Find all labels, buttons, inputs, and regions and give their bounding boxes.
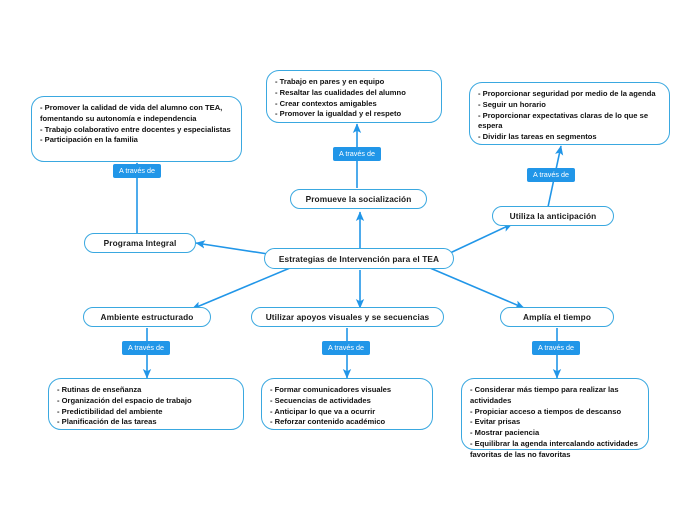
detail-box-apoyos-visuales[interactable]: - Formar comunicadores visuales - Secuen… xyxy=(261,378,433,430)
node-label: Utilizar apoyos visuales y se secuencias xyxy=(265,312,430,322)
node-label: Promueve la socialización xyxy=(305,194,412,204)
detail-item: - Propiciar acceso a tiempos de descanso xyxy=(470,406,622,416)
connector-label-programa-integral: A través de xyxy=(113,164,161,178)
connector-label-amplia-el-tiempo: A través de xyxy=(532,341,580,355)
node-apoyos-visuales[interactable]: Utilizar apoyos visuales y se secuencias xyxy=(251,307,444,327)
detail-item: - Proporcionar expectativas claras de lo… xyxy=(478,110,649,131)
node-programa-integral[interactable]: Programa Integral xyxy=(84,233,196,253)
detail-item: - Predictibilidad del ambiente xyxy=(57,406,163,416)
detail-item: - Trabajo colaborativo entre docentes y … xyxy=(40,124,231,134)
detail-item: - Crear contextos amigables xyxy=(275,98,377,108)
detail-item: - Seguir un horario xyxy=(478,99,546,109)
detail-box-ambiente-estructurado[interactable]: - Rutinas de enseñanza - Organización de… xyxy=(48,378,244,430)
connector-label-utiliza-anticipacion: A través de xyxy=(527,168,575,182)
detail-item: - Participación en la familia xyxy=(40,135,138,145)
detail-item: - Dividir las tareas en segmentos xyxy=(478,132,597,142)
node-amplia-el-tiempo[interactable]: Amplía el tiempo xyxy=(500,307,614,327)
edge-center-to-ambiente-estructurado xyxy=(191,267,291,310)
detail-item: - Secuencias de actividades xyxy=(270,395,371,405)
detail-item: - Promover la igualdad y el respeto xyxy=(275,109,402,119)
detail-item: - Considerar más tiempo para realizar la… xyxy=(470,385,619,405)
edge-center-to-utiliza-anticipacion xyxy=(449,223,513,254)
node-label: Amplía el tiempo xyxy=(523,312,591,322)
edge-center-to-amplia-el-tiempo xyxy=(429,267,525,309)
node-promueve-socializacion[interactable]: Promueve la socialización xyxy=(290,189,427,209)
detail-list-utiliza-anticipacion: - Proporcionar seguridad por medio de la… xyxy=(478,89,661,143)
detail-item: - Resaltar las cualidades del alumno xyxy=(275,87,406,97)
node-utiliza-anticipacion[interactable]: Utiliza la anticipación xyxy=(492,206,614,226)
detail-item: - Anticipar lo que va a ocurrir xyxy=(270,406,376,416)
detail-item: - Evitar prisas xyxy=(470,417,521,427)
detail-list-programa-integral: - Promover la calidad de vida del alumno… xyxy=(40,103,233,146)
detail-item: - Proporcionar seguridad por medio de la… xyxy=(478,89,656,98)
node-label: Programa Integral xyxy=(103,238,177,248)
detail-item: - Organización del espacio de trabajo xyxy=(57,395,192,405)
detail-item: - Trabajo en pares y en equipo xyxy=(275,77,385,86)
node-label: Estrategias de Intervención para el TEA xyxy=(278,253,440,264)
detail-list-amplia-el-tiempo: - Considerar más tiempo para realizar la… xyxy=(470,385,640,460)
detail-box-amplia-el-tiempo[interactable]: - Considerar más tiempo para realizar la… xyxy=(461,378,649,459)
node-label: Utiliza la anticipación xyxy=(509,211,597,221)
detail-item: - Mostrar paciencia xyxy=(470,428,540,438)
node-label: Ambiente estructurado xyxy=(100,312,194,322)
detail-item: - Reforzar contenido académico xyxy=(270,417,386,427)
detail-list-apoyos-visuales: - Formar comunicadores visuales - Secuen… xyxy=(270,385,391,428)
detail-item: - Equilibrar la agenda intercalando acti… xyxy=(470,438,638,459)
edge-center-to-programa-integral xyxy=(195,240,269,255)
detail-box-programa-integral[interactable]: - Promover la calidad de vida del alumno… xyxy=(31,96,242,162)
detail-item: - Promover la calidad de vida del alumno… xyxy=(40,103,223,123)
detail-box-promueve-socializacion[interactable]: - Trabajo en pares y en equipo - Resalta… xyxy=(266,70,442,123)
detail-list-ambiente-estructurado: - Rutinas de enseñanza - Organización de… xyxy=(57,385,192,428)
detail-item: - Rutinas de enseñanza xyxy=(57,385,142,394)
detail-item: - Planificación de las tareas xyxy=(57,417,157,427)
node-ambiente-estructurado[interactable]: Ambiente estructurado xyxy=(83,307,211,327)
detail-item: - Formar comunicadores visuales xyxy=(270,385,392,394)
connector-label-apoyos-visuales: A través de xyxy=(322,341,370,355)
detail-box-utiliza-anticipacion[interactable]: - Proporcionar seguridad por medio de la… xyxy=(469,82,670,145)
node-central-topic[interactable]: Estrategias de Intervención para el TEA xyxy=(264,248,454,269)
connector-label-ambiente-estructurado: A través de xyxy=(122,341,170,355)
detail-list-promueve-socializacion: - Trabajo en pares y en equipo - Resalta… xyxy=(275,77,406,120)
connector-label-promueve-socializacion: A través de xyxy=(333,147,381,161)
